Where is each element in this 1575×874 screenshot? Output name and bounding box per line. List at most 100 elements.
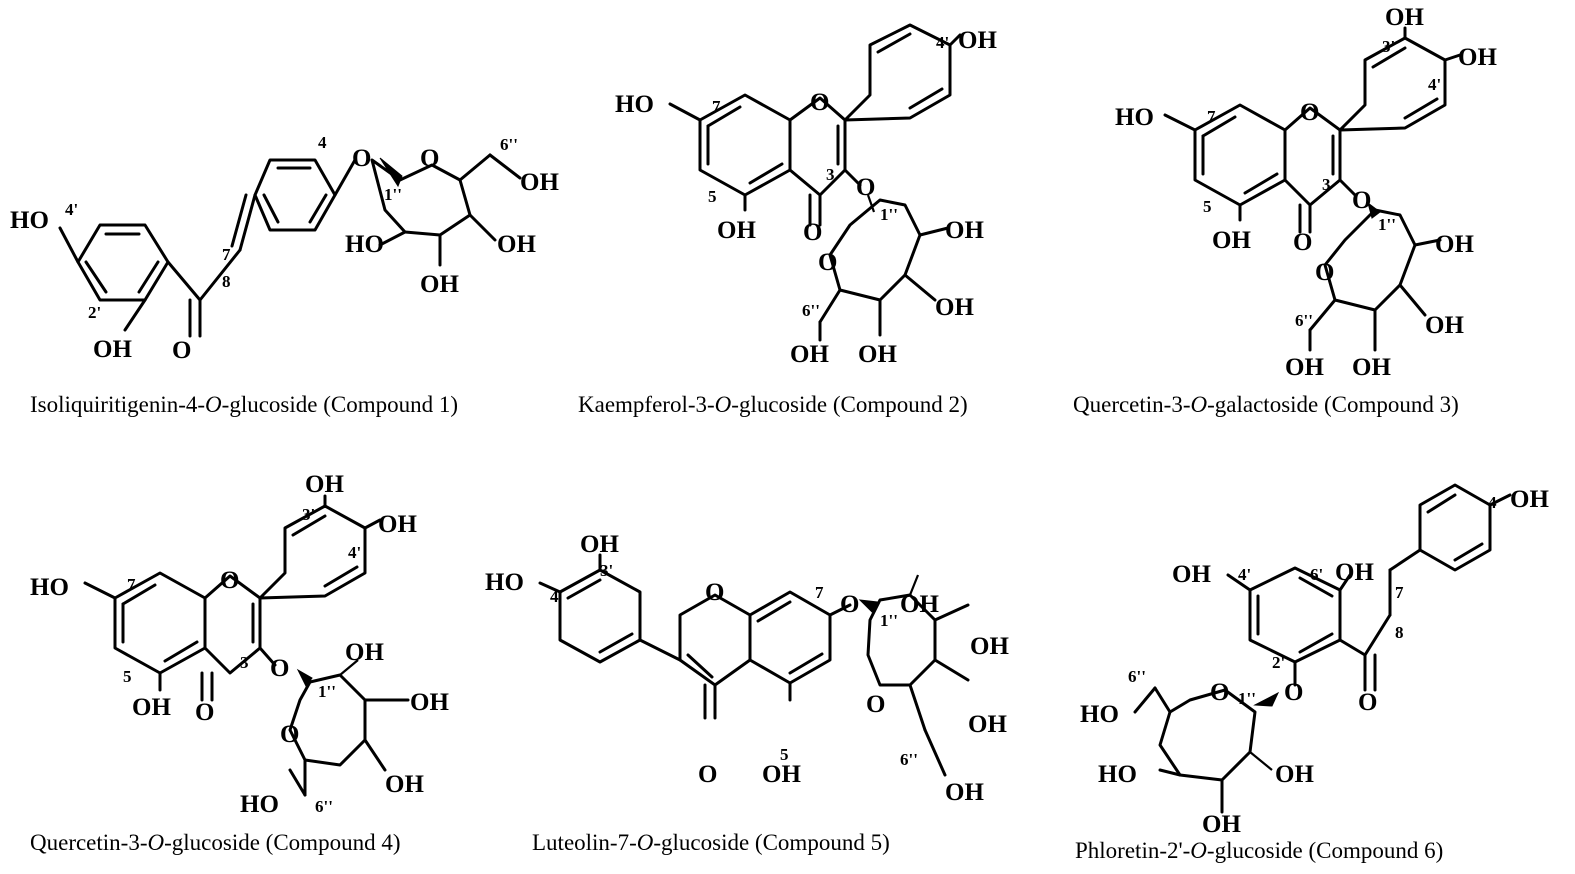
c4-o-ring: O <box>220 567 239 594</box>
c2-oh-d: OH <box>790 341 829 368</box>
compound-6-structure: OH OH OH O O O HO HO OH OH 4' 6' 4 7 8 2… <box>1075 483 1549 863</box>
c1-num-1pp: 1'' <box>384 185 402 204</box>
c2-oh-c: OH <box>858 341 897 368</box>
c2-num-5: 5 <box>708 187 717 206</box>
c4-num-1pp: 1'' <box>318 682 336 701</box>
c4-ho-d: HO <box>240 791 279 818</box>
c2-num-6pp: 6'' <box>802 301 820 320</box>
c6-oh-d: OH <box>1202 811 1241 838</box>
c6-oh-4p: OH <box>1172 561 1211 588</box>
c6-num-2p: 2' <box>1272 653 1285 672</box>
c3-caption: Quercetin-3-O-galactoside (Compound 3) <box>1073 392 1459 417</box>
c1-oh-sug2: OH <box>420 271 459 298</box>
c6-num-8: 8 <box>1395 623 1404 642</box>
c3-o-link: O <box>1352 187 1371 214</box>
c2-oh-b: OH <box>935 294 974 321</box>
compound-3-structure: HO OH OH OH O O O O OH OH OH OH 7 5 3 3'… <box>1073 4 1497 417</box>
c4-caption: Quercetin-3-O-glucoside (Compound 4) <box>30 830 400 855</box>
c1-num-4: 4 <box>318 133 327 152</box>
c2-num-3: 3 <box>826 165 835 184</box>
c4-ho-7: HO <box>30 574 69 601</box>
c2-ho-7: HO <box>615 91 654 118</box>
c5-caption: Luteolin-7-O-glucoside (Compound 5) <box>532 830 890 855</box>
c6-oh-4: OH <box>1510 486 1549 513</box>
c1-num-8: 8 <box>222 272 231 291</box>
c5-ho-4p: HO <box>485 569 524 596</box>
c6-num-6pp: 6'' <box>1128 667 1146 686</box>
c6-o-link: O <box>1284 679 1303 706</box>
compound-1-structure: HO OH O O O OH HO OH OH 4' 2' 7 8 4 1'' … <box>10 133 559 417</box>
c4-num-6pp: 6'' <box>315 797 333 816</box>
c4-oh-5: OH <box>132 694 171 721</box>
c5-oh-d: OH <box>945 779 984 806</box>
c3-oh-d: OH <box>1285 354 1324 381</box>
c1-ho-4p: HO <box>10 207 49 234</box>
c3-oh-c: OH <box>1352 354 1391 381</box>
c5-o-link: O <box>840 591 859 618</box>
c5-oh-c: OH <box>968 711 1007 738</box>
c5-oh-b: OH <box>970 633 1009 660</box>
c1-o-keto: O <box>172 337 191 364</box>
c3-o-sug: O <box>1315 259 1334 286</box>
compound-2-structure: HO OH OH O O O O OH OH OH OH 7 5 3 4' 1'… <box>578 23 997 417</box>
c2-oh-5: OH <box>717 217 756 244</box>
c6-o-keto: O <box>1358 689 1377 716</box>
c4-num-3p: 3' <box>302 505 315 524</box>
c3-oh-3p: OH <box>1385 4 1424 31</box>
c3-num-3p: 3' <box>1382 37 1395 56</box>
c2-num-1pp: 1'' <box>880 205 898 224</box>
c3-num-6pp: 6'' <box>1295 311 1313 330</box>
c1-num-6pp: 6'' <box>500 135 518 154</box>
c3-oh-a: OH <box>1435 231 1474 258</box>
c3-o-ring: O <box>1300 99 1319 126</box>
c3-num-1pp: 1'' <box>1378 215 1396 234</box>
c4-o-link: O <box>270 655 289 682</box>
c5-o-ring: O <box>705 579 724 606</box>
c3-o-keto: O <box>1293 229 1312 256</box>
c6-num-1pp: 1'' <box>1238 689 1256 708</box>
c4-num-4p: 4' <box>348 543 361 562</box>
c5-num-4p: 4' <box>550 587 563 606</box>
c2-num-4p: 4' <box>936 33 949 52</box>
c1-oh-6pp: OH <box>520 169 559 196</box>
c3-oh-4p: OH <box>1458 44 1497 71</box>
c6-oh-6p: OH <box>1335 559 1374 586</box>
c3-num-3: 3 <box>1322 175 1331 194</box>
c6-o-sug: O <box>1210 679 1229 706</box>
c1-ho-sug: HO <box>345 231 384 258</box>
c3-ho-7: HO <box>1115 104 1154 131</box>
c1-o-link: O <box>352 145 371 172</box>
c2-caption: Kaempferol-3-O-glucoside (Compound 2) <box>578 392 968 417</box>
c5-num-1pp: 1'' <box>880 611 898 630</box>
compound-4-structure: HO OH OH OH O O O O OH OH OH HO 7 5 3 3'… <box>30 471 449 855</box>
c6-ho-b: HO <box>1098 761 1137 788</box>
c3-oh-5: OH <box>1212 227 1251 254</box>
c3-num-7: 7 <box>1207 107 1216 126</box>
c4-num-5: 5 <box>123 667 132 686</box>
c6-num-6p: 6' <box>1310 565 1323 584</box>
c4-oh-4p: OH <box>378 511 417 538</box>
c5-num-6pp: 6'' <box>900 750 918 769</box>
c5-o-keto: O <box>698 761 717 788</box>
c5-o-sug: O <box>866 691 885 718</box>
c2-oh-4p: OH <box>958 27 997 54</box>
c1-num-2p: 2' <box>88 303 101 322</box>
c1-oh-sug: OH <box>497 231 536 258</box>
c3-oh-b: OH <box>1425 312 1464 339</box>
c5-num-3p: 3' <box>600 561 613 580</box>
c6-num-7: 7 <box>1395 583 1404 602</box>
c4-num-3: 3 <box>240 653 249 672</box>
c2-o-ring: O <box>810 89 829 116</box>
c6-ho-a: HO <box>1080 701 1119 728</box>
c1-num-4p: 4' <box>65 200 78 219</box>
c2-oh-a: OH <box>945 217 984 244</box>
c1-o-ring: O <box>420 145 439 172</box>
c5-num-7: 7 <box>815 583 824 602</box>
c4-oh-3p: OH <box>305 471 344 498</box>
c1-caption: Isoliquiritigenin-4-O-glucoside (Compoun… <box>30 392 458 417</box>
compound-5-structure: HO OH OH O O O O OH OH OH OH 4' 3' 7 5 1… <box>485 531 1009 855</box>
c4-oh-b: OH <box>410 689 449 716</box>
c2-num-7: 7 <box>712 97 721 116</box>
